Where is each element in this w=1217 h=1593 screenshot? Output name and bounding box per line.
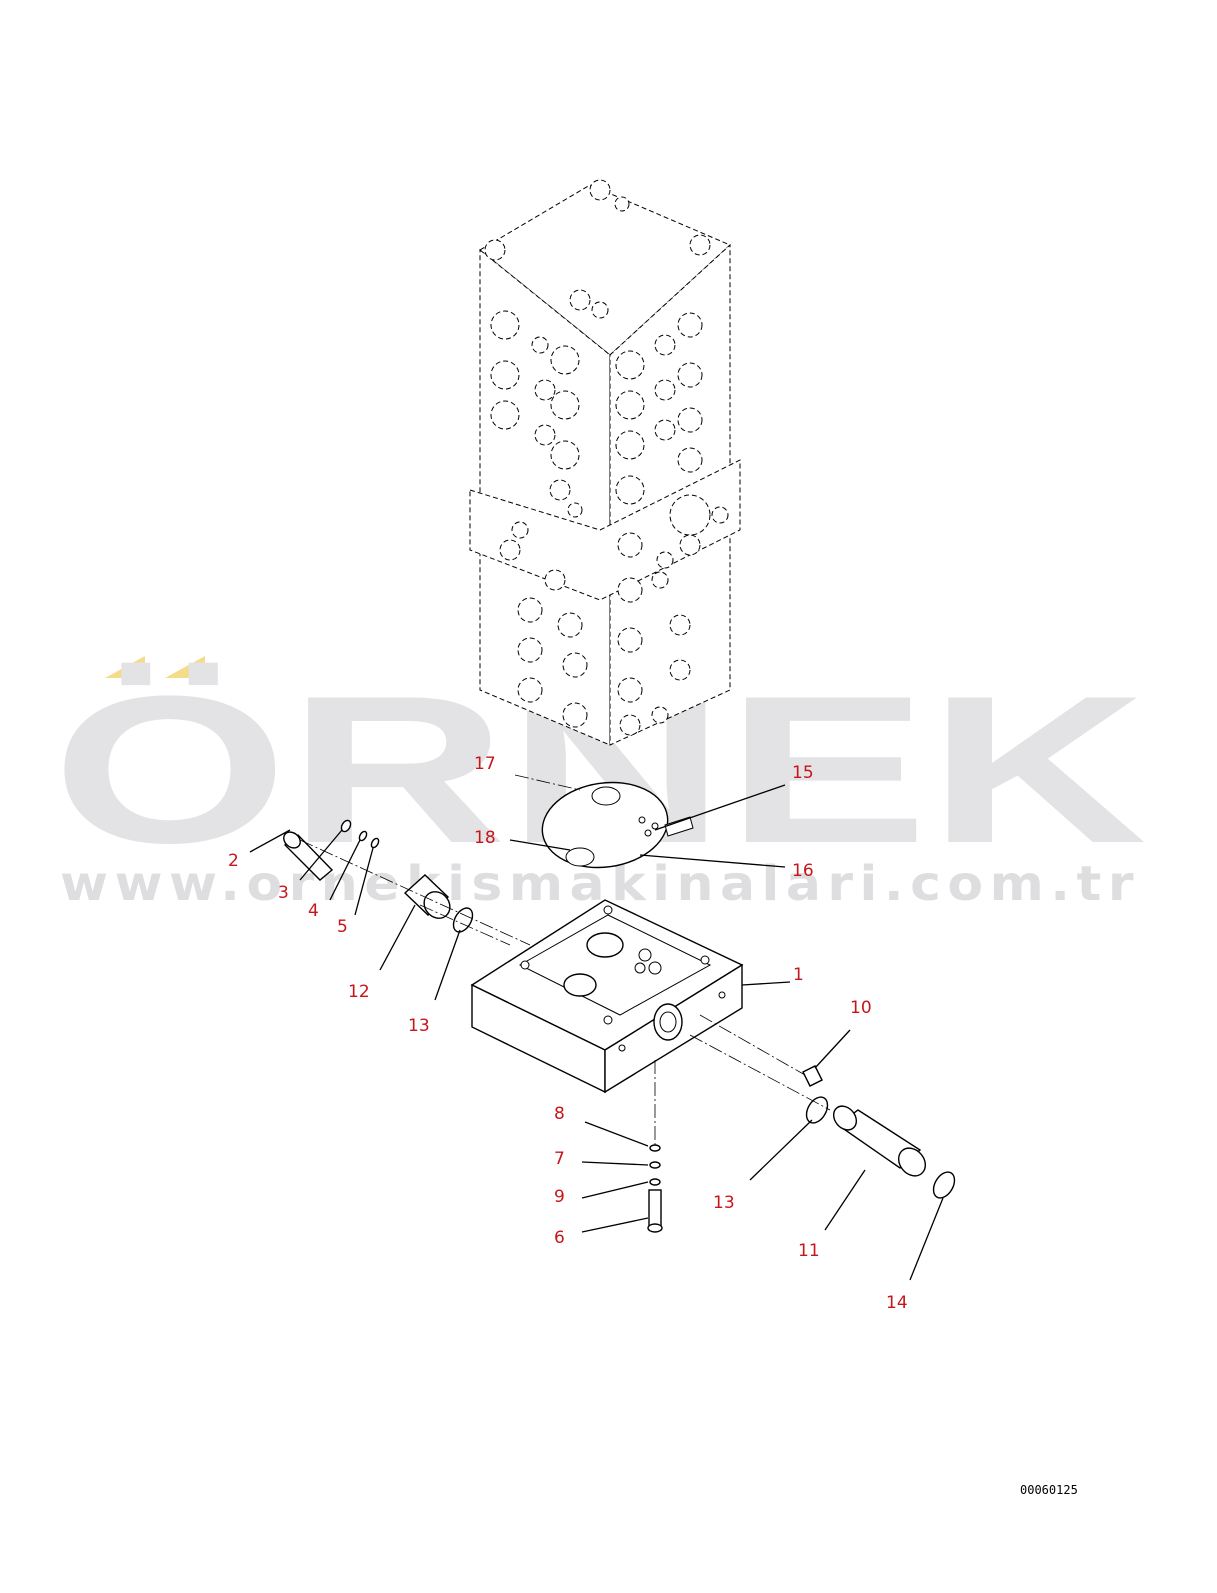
watermark-accent-left xyxy=(105,656,145,678)
body-bolt-3 xyxy=(700,955,710,965)
gasket-tab xyxy=(664,816,694,837)
gasket-hole-bottom xyxy=(565,847,595,867)
callout-5: 5 xyxy=(337,917,348,937)
gasket-ring xyxy=(541,781,669,869)
cartridge-end-face xyxy=(897,1147,927,1177)
gasket-hole-top xyxy=(591,786,621,806)
callout-4: 4 xyxy=(308,901,319,921)
body-side-port-inner xyxy=(659,1011,677,1033)
callout-10: 10 xyxy=(850,998,872,1018)
plug-face xyxy=(423,891,451,919)
callout-15: 15 xyxy=(792,763,814,783)
part-screw-2 xyxy=(283,831,334,881)
body-port-a xyxy=(638,948,652,962)
valve-stack-ghost xyxy=(469,179,741,746)
gasket-small-hole-1 xyxy=(638,816,646,824)
cartridge-back-face xyxy=(832,1105,858,1131)
stack-flange xyxy=(469,459,741,601)
body-side-hole-2 xyxy=(718,991,726,999)
callout-9: 9 xyxy=(554,1187,565,1207)
part-plug-12 xyxy=(403,874,451,919)
part-ring-7 xyxy=(649,1161,661,1169)
gasket-small-hole-2 xyxy=(651,822,659,830)
callout-1: 1 xyxy=(793,965,804,985)
part-oring-14 xyxy=(932,1171,956,1199)
body-bolt-2 xyxy=(603,905,613,915)
callout-7: 7 xyxy=(554,1149,565,1169)
assembly-axes xyxy=(299,774,831,1145)
drawing-number: 00060125 xyxy=(1020,1483,1078,1497)
body-bolt-1 xyxy=(520,960,530,970)
body-raised-deck xyxy=(518,914,712,1016)
gasket-small-hole-3 xyxy=(644,829,652,837)
callout-13-left: 13 xyxy=(408,1016,430,1036)
part-ring-3 xyxy=(340,819,352,833)
part-pin-6 xyxy=(647,1189,663,1233)
callout-11: 11 xyxy=(798,1241,820,1261)
callout-8: 8 xyxy=(554,1104,565,1124)
part-plug-10 xyxy=(802,1065,823,1087)
stack-ports xyxy=(484,179,729,736)
callout-14: 14 xyxy=(886,1293,908,1313)
body-port-b xyxy=(648,961,662,975)
callout-18: 18 xyxy=(474,828,496,848)
screw-head xyxy=(283,831,301,849)
part-ring-8 xyxy=(649,1144,661,1152)
callout-3: 3 xyxy=(278,883,289,903)
leader-lines xyxy=(249,784,944,1281)
callout-16: 16 xyxy=(792,861,814,881)
gasket-plate xyxy=(541,781,694,869)
part-ring-5 xyxy=(370,837,380,849)
part-ring-9 xyxy=(649,1178,661,1186)
callouts: 1 2 3 4 5 6 7 8 9 10 11 12 13 13 14 15 1… xyxy=(228,754,908,1313)
valve-body xyxy=(470,899,744,1094)
watermark-accent-right xyxy=(165,656,205,678)
part-cartridge-11 xyxy=(832,1105,927,1177)
callout-6: 6 xyxy=(554,1228,565,1248)
part-oring-13-right xyxy=(805,1096,829,1124)
callout-17: 17 xyxy=(474,754,496,774)
body-main-bore xyxy=(586,932,624,958)
body-second-bore xyxy=(563,973,597,997)
body-side-hole-1 xyxy=(618,1044,626,1052)
body-bolt-4 xyxy=(603,1015,613,1025)
callout-2: 2 xyxy=(228,851,239,871)
body-port-c xyxy=(634,962,646,974)
pin-body xyxy=(648,1189,662,1227)
callout-12: 12 xyxy=(348,982,370,1002)
pin-end xyxy=(647,1223,663,1233)
callout-13-right: 13 xyxy=(713,1193,735,1213)
